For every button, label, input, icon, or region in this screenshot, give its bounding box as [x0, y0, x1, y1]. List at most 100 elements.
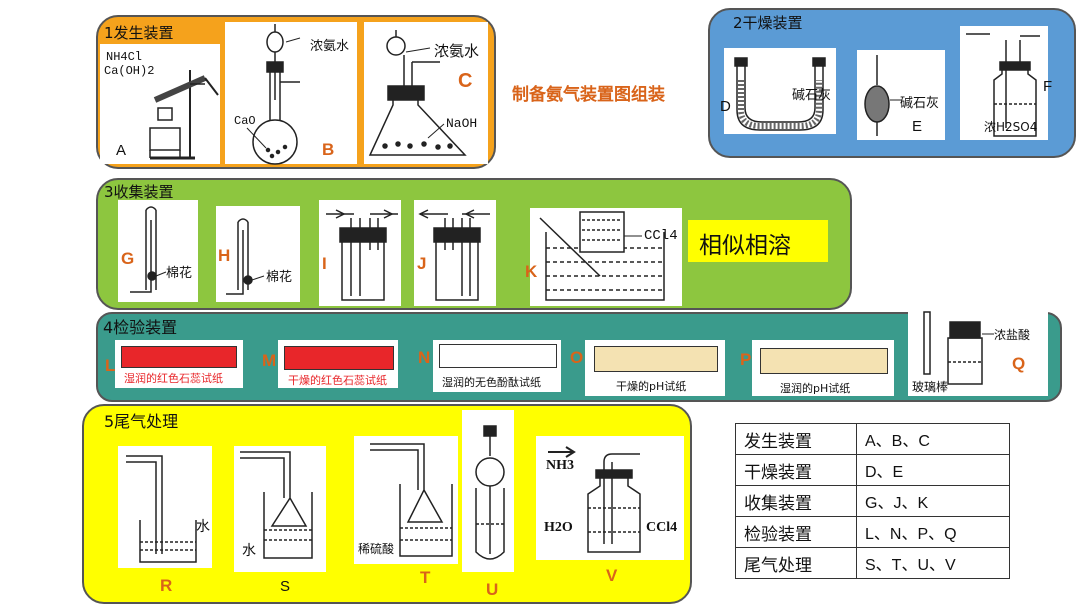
b-cao-label: CaO — [234, 114, 256, 128]
center-title: 制备氨气装置图组装 — [512, 85, 665, 105]
b-letter: B — [322, 140, 335, 159]
summary-row-value: S、T、U、V — [856, 547, 1010, 579]
summary-row-name: 尾气处理 — [735, 547, 857, 579]
a-letter: A — [116, 142, 127, 159]
collection-panel-title: 3收集装置 — [104, 183, 174, 201]
i-letter: I — [322, 254, 327, 273]
tail-u-card — [462, 410, 514, 572]
tail-gas-panel-title: 5尾气处理 — [104, 412, 179, 431]
apparatus-b-card — [225, 22, 357, 164]
s-letter: S — [280, 578, 291, 595]
summary-table: 发生装置 A、B、C 干燥装置 D、E 收集装置 G、J、K 检验装置 L、N、… — [735, 423, 1010, 579]
apparatus-i-drawing — [326, 209, 398, 301]
p-strip — [760, 348, 888, 374]
apparatus-j-drawing — [418, 209, 490, 301]
drying-panel-title: 2干燥装置 — [733, 14, 803, 32]
f-reagent-label: 浓H2SO4 — [984, 120, 1038, 134]
g-letter: G — [121, 249, 135, 268]
n-letter: N — [418, 348, 431, 367]
h-letter: H — [218, 246, 231, 265]
apparatus-k-drawing — [539, 211, 665, 301]
apparatus-f-card — [960, 26, 1048, 140]
e-reagent-label: 碱石灰 — [900, 96, 940, 111]
k-letter: K — [525, 262, 538, 281]
d-reagent-label: 碱石灰 — [792, 88, 832, 103]
a-caoh2-label: Ca(OH)2 — [104, 64, 155, 78]
apparatus-c-card — [364, 22, 488, 164]
similar-dissolve-text: 相似相溶 — [699, 233, 791, 259]
summary-row-value: G、J、K — [856, 485, 1010, 517]
summary-row-value: L、N、P、Q — [856, 516, 1010, 548]
p-letter: P — [740, 350, 752, 369]
r-water-label: 水 — [196, 519, 210, 535]
v-letter: V — [606, 566, 618, 585]
m-strip — [284, 346, 394, 370]
c-reagent-label: 浓氨水 — [434, 42, 480, 60]
g-cotton-label: 棉花 — [166, 266, 193, 281]
k-ccl4-label: CCl4 — [644, 228, 678, 244]
tail-v-card — [536, 436, 684, 560]
apparatus-u-drawing — [475, 425, 505, 560]
m-label: 干燥的红色石蕊试纸 — [288, 374, 387, 387]
t-letter: T — [420, 568, 431, 587]
summary-row-name: 收集装置 — [735, 485, 857, 517]
summary-row: 发生装置 A、B、C — [735, 423, 1010, 455]
summary-row: 尾气处理 S、T、U、V — [735, 547, 1010, 579]
r-letter: R — [160, 576, 173, 595]
apparatus-a-card — [100, 44, 220, 164]
summary-row: 检验装置 L、N、P、Q — [735, 516, 1010, 548]
q-rod-label: 玻璃棒 — [912, 380, 949, 394]
similar-dissolve-box — [688, 220, 828, 262]
j-letter: J — [417, 254, 427, 273]
summary-row-value: D、E — [856, 454, 1010, 486]
apparatus-t-drawing — [370, 443, 453, 557]
apparatus-r-drawing — [126, 455, 197, 563]
apparatus-e-drawing — [864, 55, 902, 136]
v-h2o-label: H2O — [544, 520, 573, 535]
o-label: 干燥的pH试纸 — [616, 380, 687, 393]
apparatus-g-card — [118, 200, 198, 302]
summary-row: 收集装置 G、J、K — [735, 485, 1010, 517]
summary-row: 干燥装置 D、E — [735, 454, 1010, 486]
n-label: 湿润的无色酚酞试纸 — [442, 376, 541, 389]
summary-row-name: 检验装置 — [735, 516, 857, 548]
o-letter: O — [570, 348, 584, 367]
l-letter: L — [105, 356, 116, 375]
testing-panel — [96, 312, 1062, 402]
apparatus-h-drawing — [226, 218, 265, 295]
c-letter: C — [458, 70, 473, 92]
n-strip — [439, 344, 557, 368]
f-letter: F — [1043, 78, 1053, 95]
t-acid-label: 稀硫酸 — [358, 542, 395, 556]
l-label: 湿润的红色石蕊试纸 — [124, 372, 223, 385]
s-water-label: 水 — [242, 543, 256, 559]
b-reagent-label: 浓氨水 — [310, 39, 350, 54]
apparatus-b-drawing — [246, 24, 301, 165]
p-label: 湿润的pH试纸 — [780, 382, 851, 395]
apparatus-c-drawing — [368, 30, 467, 156]
c-naoh-label: NaOH — [446, 116, 478, 131]
apparatus-v-drawing — [548, 446, 641, 553]
tail-s-card — [234, 446, 326, 572]
l-strip — [121, 346, 237, 368]
v-nh3-label: NH3 — [546, 458, 574, 473]
apparatus-s-drawing — [240, 451, 313, 559]
o-strip — [594, 346, 718, 372]
summary-row-value: A、B、C — [856, 423, 1010, 455]
generation-panel-title: 1发生装置 — [104, 24, 174, 42]
apparatus-d-drawing — [734, 57, 826, 131]
apparatus-h-card — [216, 206, 300, 302]
d-letter: D — [720, 98, 731, 115]
test-q-card — [908, 306, 1048, 396]
summary-row-name: 干燥装置 — [735, 454, 857, 486]
tail-t-card — [354, 436, 458, 564]
q-acid-label: 浓盐酸 — [994, 328, 1031, 342]
q-letter: Q — [1012, 354, 1026, 373]
e-letter: E — [912, 118, 923, 135]
testing-panel-title: 4检验装置 — [103, 318, 178, 337]
a-nh4cl-label: NH4Cl — [106, 50, 143, 64]
h-cotton-label: 棉花 — [266, 270, 293, 285]
m-letter: M — [262, 351, 277, 370]
u-letter: U — [486, 580, 499, 599]
apparatus-a-drawing — [149, 70, 219, 160]
